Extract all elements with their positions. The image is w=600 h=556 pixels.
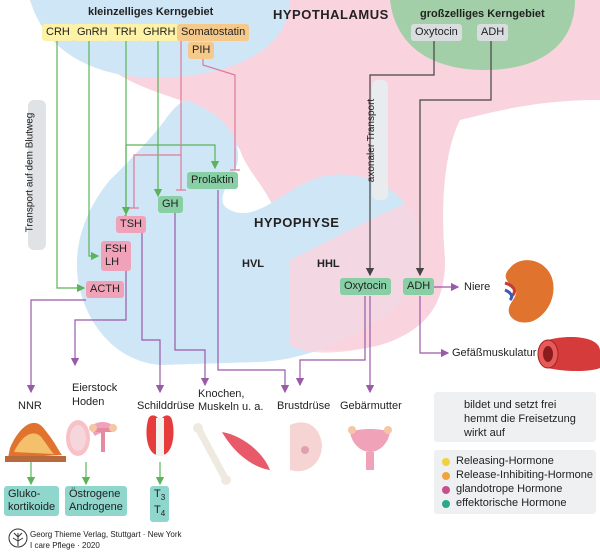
credit-line-2: I care Pflege · 2020 (30, 541, 100, 550)
legend-dot-effektorisch (442, 500, 450, 508)
hormone-fsh: FSH (105, 243, 127, 255)
uterus-icon (348, 426, 392, 470)
kidney-icon (504, 260, 554, 323)
hormone-acth: ACTH (86, 281, 124, 298)
hormone-adh-hhl: ADH (403, 278, 435, 295)
thyroid-icon (146, 415, 174, 456)
effector-t3-t4: T3 T4 (150, 486, 170, 523)
target-eierstock: Eierstock (72, 382, 118, 394)
effector-glukokortikoide: Gluko- kortikoide (4, 486, 60, 516)
legend-categories-panel (434, 450, 596, 514)
legend-releasing: Releasing-Hormone (456, 455, 554, 467)
vessel-icon (537, 337, 600, 371)
target-knochen: Knochen, (198, 388, 245, 400)
blood-transport-label: Transport auf dem Blutweg (24, 112, 36, 233)
hormone-somatostatin: Somatostatin (177, 24, 250, 41)
target-nnr: NNR (18, 400, 42, 412)
hormone-gh: GH (158, 196, 183, 213)
legend-wirkt: wirkt auf (464, 427, 505, 439)
large-nucleus-label: großzelliges Kerngebiet (420, 8, 545, 20)
target-gebaermutter: Gebärmutter (340, 400, 402, 412)
hormone-tsh: TSH (116, 216, 146, 233)
target-brustdruese: Brustdrüse (277, 400, 331, 412)
target-hoden: Hoden (72, 396, 105, 408)
hypothalamus-label: HYPOTHALAMUS (273, 7, 389, 22)
legend-glandotrop: glandotrope Hormone (456, 483, 563, 495)
gonad-icon (66, 420, 117, 456)
hhl-label: HHL (317, 258, 340, 270)
hypophyse-label: HYPOPHYSE (254, 215, 340, 230)
legend-dot-inhibiting (442, 472, 450, 480)
hormone-prolaktin: Prolaktin (187, 172, 238, 189)
bone-muscle-icon (193, 423, 270, 485)
target-gefaess: Gefäßmuskulatur (452, 347, 537, 359)
breast-icon (290, 422, 322, 472)
hormone-adh-hypothalamus: ADH (477, 24, 509, 41)
hypothalamus-region (30, 0, 600, 351)
legend-hemmt: hemmt die Freisetzung (464, 413, 576, 425)
legend-inhibiting: Release-Inhibiting-Hormone (456, 469, 593, 481)
publisher-logo (8, 528, 28, 548)
legend-arrows-panel (434, 392, 596, 442)
hormone-oxytocin-hypothalamus: Oxytocin (411, 24, 462, 41)
axonal-transport-label: axonaler Transport (366, 98, 378, 183)
target-muskeln: Muskeln u. a. (198, 401, 264, 413)
hormone-fsh-lh: FSH LH (101, 241, 131, 271)
hvl-label: HVL (242, 258, 264, 270)
hormone-crh: CRH (42, 24, 74, 41)
adrenal-icon (5, 422, 66, 462)
hormone-ghrh: GHRH (139, 24, 180, 41)
hormone-oxytocin-hhl: Oxytocin (340, 278, 391, 295)
target-schilddruese: Schilddrüse (137, 400, 195, 412)
effector-oestrogene-androgene: Östrogene Androgene (65, 486, 127, 516)
hormone-lh: LH (105, 256, 120, 268)
credit-line-1: Georg Thieme Verlag, Stuttgart · New Yor… (30, 530, 182, 539)
hormone-trh: TRH (110, 24, 141, 41)
legend-bildet: bildet und setzt frei (464, 399, 557, 411)
legend-dot-releasing (442, 458, 450, 466)
small-nucleus-label: kleinzelliges Kerngebiet (88, 6, 214, 18)
legend-effektorisch: effektorische Hormone (456, 497, 567, 509)
target-niere: Niere (464, 281, 491, 293)
legend-dot-glandotrop (442, 486, 450, 494)
hormone-gnrh: GnRH (73, 24, 112, 41)
hormone-pih: PIH (188, 42, 215, 59)
